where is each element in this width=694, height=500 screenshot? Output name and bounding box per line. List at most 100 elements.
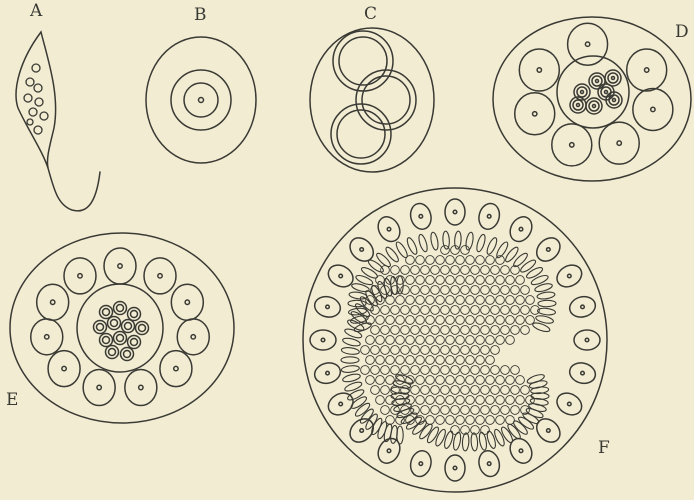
figure-f-spore: [476, 201, 502, 231]
figure-f-mass-cell: [496, 296, 505, 305]
figure-f-mass-cell: [456, 276, 465, 285]
figure-f-mass-cell: [506, 376, 515, 385]
figure-a: [16, 32, 100, 211]
figure-d-spore: [568, 23, 608, 65]
figure-f-mass-cell: [476, 276, 485, 285]
figure-f-spore-nucleus: [419, 215, 423, 219]
figure-f-fringe-petal: [342, 337, 361, 348]
figure-c-ring-top-inner: [339, 37, 387, 85]
figure-e-spore-nucleus: [45, 335, 49, 339]
figure-f-mass-cell: [491, 386, 500, 395]
figure-f-mass-cell: [406, 256, 415, 265]
figure-f-mass-cell: [411, 326, 420, 335]
figure-e: [10, 233, 234, 423]
figure-f-mass-cell: [436, 276, 445, 285]
figure-f-mass-cell: [436, 316, 445, 325]
figure-f-mass-cell: [446, 416, 455, 425]
figure-f-mass-cell: [521, 286, 530, 295]
figure-e-central-spore: [114, 302, 127, 315]
figure-f-mass-cell: [466, 296, 475, 305]
figure-e-central-spore-ring: [111, 320, 118, 327]
figure-f-mass-cell: [496, 316, 505, 325]
figure-f-mass-cell: [481, 366, 490, 375]
figure-f-mass-cell: [491, 266, 500, 275]
figure-e-central-spore: [128, 336, 141, 349]
figure-f-fringe-petal: [485, 237, 498, 256]
figure-f-mass-cell: [386, 336, 395, 345]
figure-f-mass-cell: [456, 376, 465, 385]
figure-f-mass-cell: [406, 296, 415, 305]
figure-f-mass-cell: [376, 316, 385, 325]
figure-f-mass-cell: [456, 416, 465, 425]
figure-f-mass-cell: [426, 396, 435, 405]
figure-e-central-spore: [100, 334, 113, 347]
figure-f-mass-cell: [426, 416, 435, 425]
figure-f-mass-cell: [416, 296, 425, 305]
figure-f-fringe-petal: [537, 307, 556, 315]
figure-f: [303, 188, 607, 492]
figure-f-mass-cell: [441, 266, 450, 275]
figure-f-mass-cell: [366, 336, 375, 345]
figure-f-mass-cell: [441, 366, 450, 375]
figure-f-mass-cell: [416, 276, 425, 285]
figure-f-mass-cell: [461, 326, 470, 335]
figure-f-mass-cell: [476, 296, 485, 305]
figure-f-fringe-petal: [397, 276, 403, 294]
figure-f-spore-nucleus: [453, 466, 457, 470]
figure-f-mass-cell: [386, 316, 395, 325]
figure-f-mass-cell: [476, 396, 485, 405]
figure-f-mass-cell: [406, 356, 415, 365]
figure-d-central-spore-ring: [601, 87, 611, 97]
figure-f-mass-cell: [451, 366, 460, 375]
figure-f-spore: [532, 233, 565, 266]
figure-e-central-spore-ring: [125, 323, 132, 330]
figure-d-spore-ring: [515, 23, 673, 166]
figure-f-spore-nucleus: [339, 402, 343, 406]
figure-f-spore: [408, 201, 434, 231]
figure-f-mass-cell: [456, 396, 465, 405]
figure-f-mass-cell: [436, 376, 445, 385]
figure-f-mass-cell: [416, 256, 425, 265]
figure-f-mass-cell: [481, 306, 490, 315]
figure-f-mass-cell: [446, 316, 455, 325]
figure-f-mass-cell: [461, 266, 470, 275]
figure-e-central-spore: [128, 308, 141, 321]
figure-f-spore-nucleus: [585, 338, 589, 342]
figure-e-spore-nucleus: [118, 264, 122, 268]
figure-f-mass-cell: [526, 316, 535, 325]
figure-f-mass-cell: [446, 376, 455, 385]
figure-f-mass-cell: [516, 316, 525, 325]
figure-e-spore: [160, 351, 192, 387]
figure-f-mass-cell: [486, 316, 495, 325]
figure-f-mass-cell: [361, 346, 370, 355]
figure-f-mass-cell: [391, 326, 400, 335]
figure-f-spore-mass: [361, 246, 540, 435]
figure-f-mass-cell: [516, 296, 525, 305]
figure-f-spore-nucleus: [453, 210, 457, 214]
figure-f-mass-cell: [481, 406, 490, 415]
figure-f-mass-cell: [391, 266, 400, 275]
figure-f-mass-cell: [466, 276, 475, 285]
figure-f-mass-cell: [451, 306, 460, 315]
figure-f-mass-cell: [516, 396, 525, 405]
figure-f-fringe-petal: [529, 379, 548, 389]
figure-f-mass-cell: [491, 406, 500, 415]
label-b: B: [194, 7, 207, 24]
figure-f-mass-cell: [371, 326, 380, 335]
figure-f-mass-cell: [386, 356, 395, 365]
figure-f-mass-cell: [406, 276, 415, 285]
figure-e-central-spore: [94, 321, 107, 334]
figure-f-mass-cell: [501, 406, 510, 415]
figure-f-mass-cell: [506, 276, 515, 285]
figure-f-mass-cell: [386, 396, 395, 405]
figure-e-spore-nucleus: [78, 274, 82, 278]
figure-e-spore-nucleus: [158, 274, 162, 278]
figure-f-mass-cell: [501, 386, 510, 395]
figure-f-mass-cell: [486, 336, 495, 345]
figure-d-spore-nucleus: [533, 112, 537, 116]
figure-f-spore: [312, 294, 342, 320]
figure-d-central-spore-nucleus: [581, 91, 584, 94]
figure-f-mass-cell: [491, 286, 500, 295]
figure-d-spore-nucleus: [644, 68, 648, 72]
